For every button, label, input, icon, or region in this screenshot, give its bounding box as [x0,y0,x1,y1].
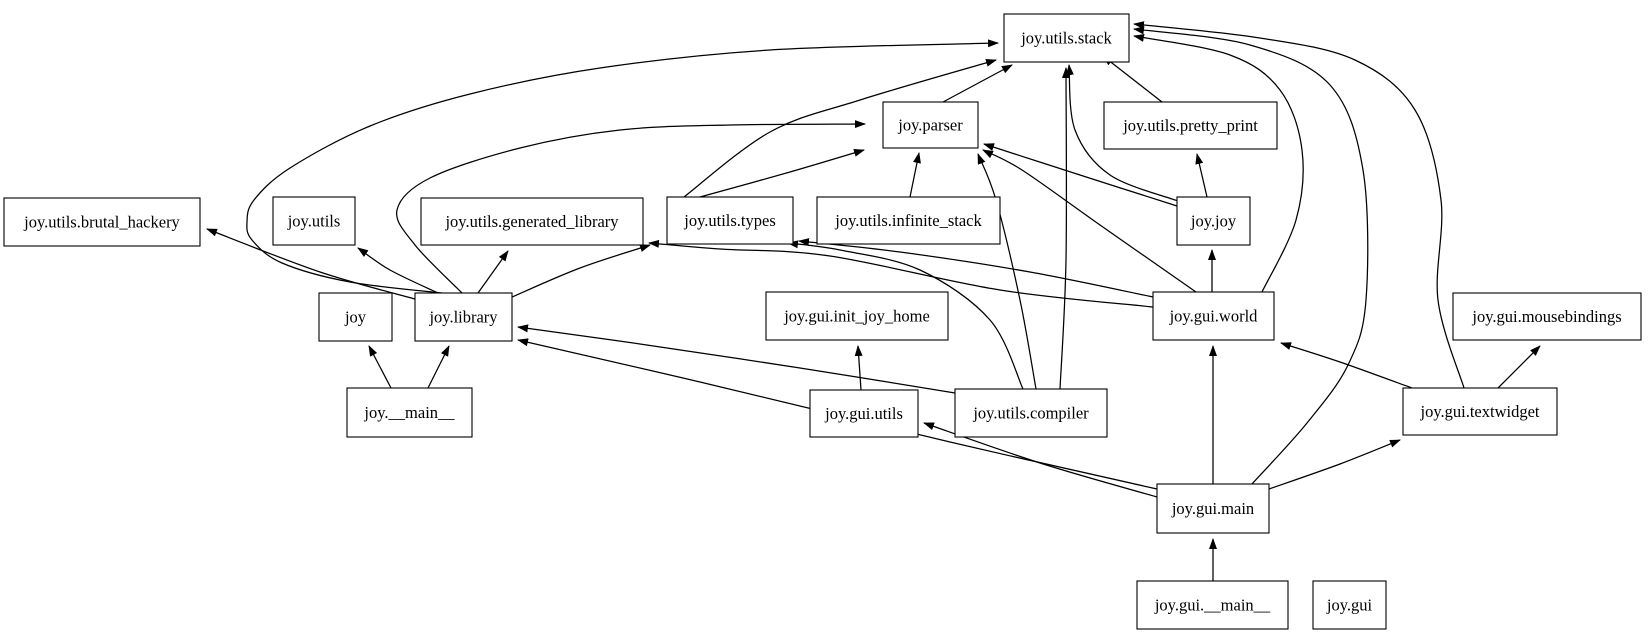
node-label-generated_library: joy.utils.generated_library [444,212,619,231]
edge-textwidget-to-mousebindings [1497,345,1541,389]
edge-parser-to-stack [942,64,1013,103]
edge-library-to-parser [395,120,866,294]
edge-library-to-stack [246,39,999,294]
edge-joy_main-to-joy [368,345,392,389]
node-label-compiler: joy.utils.compiler [972,404,1089,423]
node-label-types: joy.utils.types [683,211,776,230]
edge-joyjoy-to-stack [1065,64,1179,202]
edge-types-to-stack [683,58,997,198]
node-box-gui_main [1156,483,1270,534]
edge-types-to-parser [699,149,865,198]
edge-infinite_stack-to-parser [909,152,921,198]
edge-joy_main-to-library [427,345,450,389]
node-box-joy_main [346,387,473,438]
node-box-infinite_stack [816,196,1001,245]
node-infinite_stack: joy.utils.infinite_stack [816,196,1001,245]
edge-textwidget-to-world [1280,342,1413,389]
node-label-parser: joy.parser [897,116,963,135]
node-gui_main: joy.gui.main [1156,483,1270,534]
node-label-gui: joy.gui [1326,596,1373,615]
node-box-gui_main_mod [1136,580,1289,630]
edge-gui_main-to-textwidget [1268,439,1401,490]
edge-library-to-utils [357,247,439,294]
node-library: joy.library [414,292,513,342]
edge-world-to-generated_library [648,239,1154,308]
edge-library-to-generated_library [477,250,509,294]
edges-layer [206,21,1541,581]
node-box-stack [1003,13,1130,63]
node-joy: joy [318,292,393,342]
node-label-joy: joy [344,308,367,327]
edge-joyjoy-to-parser [983,143,1178,207]
node-box-mousebindings [1452,292,1642,341]
edge-compiler-to-stack [1059,67,1071,390]
node-parser: joy.parser [882,101,979,149]
edge-library-to-types [511,244,651,298]
node-box-joyjoy [1176,196,1251,246]
node-box-types [666,196,794,245]
node-box-parser [882,101,979,149]
node-brutal_hackery: joy.utils.brutal_hackery [3,197,201,247]
node-label-stack: joy.utils.stack [1020,29,1112,48]
node-box-utils [272,196,356,246]
node-mousebindings: joy.gui.mousebindings [1452,292,1642,341]
node-label-gui_main_mod: joy.gui.__main__ [1154,596,1271,615]
node-label-joy_main: joy.__main__ [363,403,455,422]
node-utils: joy.utils [272,196,356,246]
node-joyjoy: joy.joy [1176,196,1251,246]
node-box-brutal_hackery [3,197,201,247]
node-gui_utils: joy.gui.utils [809,389,919,438]
edge-compiler-to-types [787,240,1024,390]
node-gui_main_mod: joy.gui.__main__ [1136,580,1289,630]
edge-gui_utils-to-init_joy_home [854,345,863,391]
node-box-world [1152,291,1275,341]
node-box-init_joy_home [765,291,949,341]
edge-gui_main-to-gui_utils [923,422,1158,498]
edge-gui_main-to-stack [1133,26,1369,485]
edge-world-to-types [798,238,1154,298]
node-compiler: joy.utils.compiler [954,388,1108,438]
edge-compiler-to-library [517,324,956,394]
node-label-mousebindings: joy.gui.mousebindings [1471,307,1621,326]
node-stack: joy.utils.stack [1003,13,1130,63]
node-box-compiler [954,388,1108,438]
node-textwidget: joy.gui.textwidget [1402,387,1558,436]
node-label-brutal_hackery: joy.utils.brutal_hackery [23,213,180,232]
node-label-pretty_print: joy.utils.pretty_print [1122,116,1258,135]
node-box-pretty_print [1103,101,1278,150]
node-label-gui_utils: joy.gui.utils [824,404,903,423]
edge-world-to-parser [982,149,1197,293]
node-label-utils: joy.utils [287,212,341,231]
node-world: joy.gui.world [1152,291,1275,341]
node-box-gui [1312,580,1387,630]
node-joy_main: joy.__main__ [346,387,473,438]
node-pretty_print: joy.utils.pretty_print [1103,101,1278,150]
node-box-generated_library [420,197,644,246]
node-label-gui_main: joy.gui.main [1171,499,1254,518]
node-gui: joy.gui [1312,580,1387,630]
node-label-init_joy_home: joy.gui.init_joy_home [783,307,930,326]
node-types: joy.utils.types [666,196,794,245]
node-init_joy_home: joy.gui.init_joy_home [765,291,949,341]
node-label-textwidget: joy.gui.textwidget [1420,402,1540,421]
nodes-layer: joy.utils.stack joy.parser joy.utils.prett… [3,13,1642,630]
node-label-world: joy.gui.world [1169,307,1259,326]
edge-pretty_print-to-stack [1102,55,1163,103]
node-box-joy [318,292,393,342]
node-label-joyjoy: joy.joy [1190,212,1237,231]
edge-compiler-to-parser [977,153,1037,390]
edge-joyjoy-to-pretty_print [1195,153,1208,198]
node-label-library: joy.library [428,308,498,327]
node-label-infinite_stack: joy.utils.infinite_stack [834,211,982,230]
node-generated_library: joy.utils.generated_library [420,197,644,246]
node-box-textwidget [1402,387,1558,436]
node-box-gui_utils [809,389,919,438]
edge-textwidget-to-stack [1133,21,1465,389]
node-box-library [414,292,513,342]
edge-world-to-stack [1133,34,1304,293]
